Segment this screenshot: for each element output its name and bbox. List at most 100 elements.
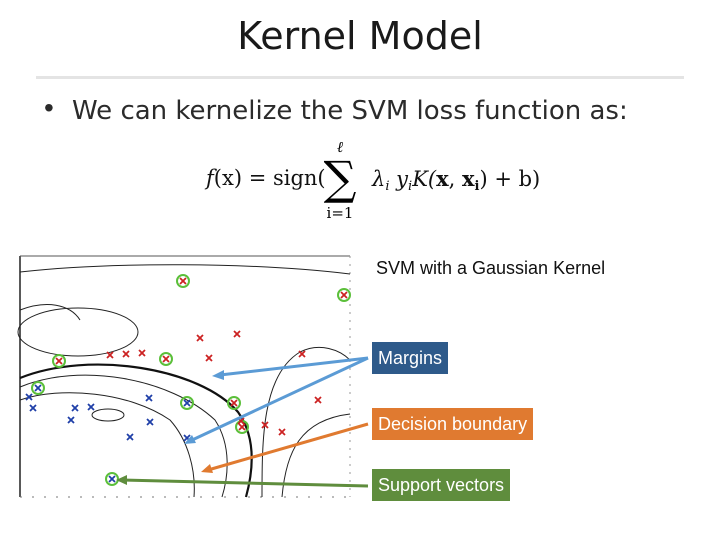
positive-point-stroke <box>162 355 170 363</box>
plot-caption: SVM with a Gaussian Kernel <box>376 258 606 278</box>
negative-point <box>108 475 116 483</box>
formula-kernel: K( <box>412 167 437 191</box>
positive-point <box>298 350 306 358</box>
support-vectors-label: Support vectors <box>372 469 511 501</box>
formula-y: y <box>389 167 409 191</box>
sum-lower-limit: i=1 <box>326 204 354 222</box>
formula-lhs: f(x) = sign( <box>206 166 326 190</box>
formula-arg: (x) <box>213 166 243 190</box>
sum-upper-limit: ℓ <box>336 138 344 156</box>
negative-point <box>29 404 37 412</box>
positive-point-stroke <box>340 291 348 299</box>
bullet-dot-icon: • <box>44 92 54 123</box>
positive-point <box>314 396 322 404</box>
positive-point <box>179 277 187 285</box>
negative-point-stroke <box>87 403 95 411</box>
sum-symbol: ∑ <box>323 151 357 205</box>
negative-point <box>67 416 75 424</box>
positive-point-stroke <box>122 350 130 358</box>
formula-sub-i2: i <box>408 179 413 194</box>
formula-f: f <box>206 166 214 190</box>
plot-frame <box>19 255 351 498</box>
positive-point-stroke <box>298 350 306 358</box>
negative-point-stroke <box>71 404 79 412</box>
contour-lines <box>17 264 351 498</box>
positive-point-stroke <box>238 423 246 431</box>
positive-point <box>205 354 213 362</box>
negative-point <box>34 384 42 392</box>
decision-boundary-curve <box>19 363 253 498</box>
positive-point <box>261 421 269 429</box>
positive-point <box>106 351 114 359</box>
positive-point-stroke <box>261 421 269 429</box>
positive-point <box>55 357 63 365</box>
positive-point <box>196 334 204 342</box>
support-vector-circle <box>31 381 45 395</box>
negative-point-stroke <box>34 384 42 392</box>
formula-x: x <box>436 166 449 191</box>
support-vector-circle <box>52 354 66 368</box>
negative-point-stroke <box>145 394 153 402</box>
formula-lambda: λ <box>372 167 386 191</box>
negative-point <box>25 393 33 401</box>
positive-point-stroke <box>278 428 286 436</box>
title-divider <box>36 76 684 79</box>
boundary-arrow <box>207 422 369 472</box>
negative-point-stroke <box>126 433 134 441</box>
positive-point-stroke <box>106 351 114 359</box>
margins-arrow <box>219 356 369 377</box>
margins-arrow-head-icon <box>212 370 224 380</box>
decision-boundary-label: Decision boundary <box>372 408 534 440</box>
support-vector-circle <box>159 352 173 366</box>
support-vector-circle <box>105 472 119 486</box>
positive-point-stroke <box>55 357 63 365</box>
positive-point-stroke <box>233 330 241 338</box>
positive-point-stroke <box>138 349 146 357</box>
positive-point-stroke <box>179 277 187 285</box>
margins-label: Margins <box>372 342 449 374</box>
formula-end: ) + b) <box>479 167 541 191</box>
formula-eq: = sign( <box>242 166 326 190</box>
bullet-text: We can kernelize the SVM loss function a… <box>72 96 628 126</box>
negative-point-stroke <box>146 418 154 426</box>
summation: ℓ ∑ i=1 <box>316 138 364 224</box>
support-arrow-head-icon <box>116 475 127 485</box>
boundary-arrow-head-icon <box>201 464 213 473</box>
positive-point-stroke <box>314 396 322 404</box>
support-vector-circle <box>227 396 241 410</box>
positive-point <box>238 423 246 431</box>
negative-point-stroke <box>29 404 37 412</box>
positive-point <box>340 291 348 299</box>
positive-point <box>138 349 146 357</box>
formula-comma: , <box>448 167 462 191</box>
negative-point-stroke <box>108 475 116 483</box>
support-vector-circle <box>337 288 351 302</box>
negative-point <box>126 433 134 441</box>
negative-point-stroke <box>67 416 75 424</box>
formula-xi: x <box>461 166 475 191</box>
formula-rhs: λi yiK(x, xi) + b) <box>372 166 540 194</box>
negative-point <box>145 394 153 402</box>
negative-point-stroke <box>25 393 33 401</box>
positive-point-stroke <box>237 417 245 425</box>
negative-point <box>71 404 79 412</box>
positive-point <box>122 350 130 358</box>
callout-arrows <box>116 356 369 488</box>
positive-point <box>162 355 170 363</box>
negative-point <box>87 403 95 411</box>
margins-arrow-2 <box>189 356 369 443</box>
positive-point <box>230 399 238 407</box>
formula-sub-i3: i <box>474 179 480 194</box>
positive-point <box>278 428 286 436</box>
negative-point-stroke <box>183 434 191 442</box>
formula-sub-i: i <box>385 179 390 194</box>
margins-arrow-head-2-icon <box>184 435 196 444</box>
support-vector-circle <box>180 396 194 410</box>
slide-title: Kernel Model <box>237 14 483 58</box>
positive-point-stroke <box>196 334 204 342</box>
negative-point <box>146 418 154 426</box>
negative-point-stroke <box>183 399 191 407</box>
positive-point-stroke <box>205 354 213 362</box>
